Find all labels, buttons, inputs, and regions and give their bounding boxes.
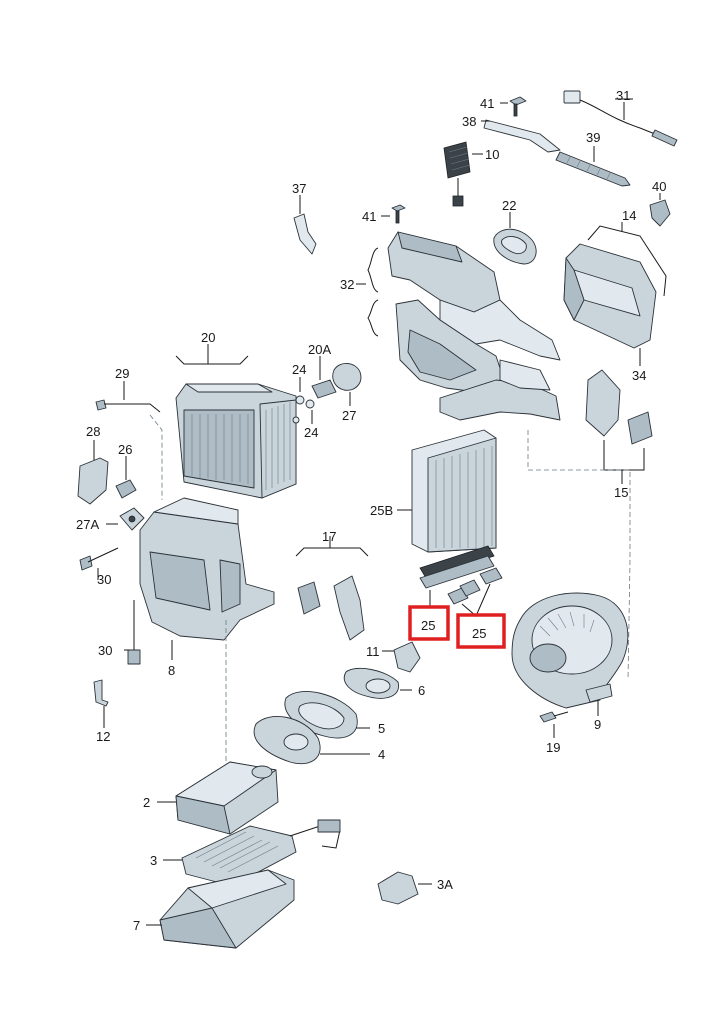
- ring-22: [493, 228, 537, 265]
- evaporator-20: [175, 383, 297, 499]
- blower-motor-9: [511, 592, 629, 709]
- valve-20a: [311, 379, 337, 399]
- label-38: 38: [462, 114, 476, 129]
- heating-element-3: [181, 819, 341, 887]
- clip-12: [93, 679, 109, 707]
- label-24-upper: 24: [292, 362, 306, 377]
- label-20: 20: [201, 330, 215, 345]
- label-27: 27: [342, 408, 356, 423]
- seal-14: [587, 225, 667, 297]
- highlight-box-25-right: [456, 613, 506, 649]
- label-34: 34: [632, 368, 646, 383]
- grommet-27: [332, 363, 362, 391]
- label-20a: 20A: [308, 342, 331, 357]
- actuator-15b: [627, 411, 653, 445]
- label-4: 4: [378, 747, 385, 762]
- label-32: 32: [340, 277, 354, 292]
- label-24-lower: 24: [304, 425, 318, 440]
- label-25-left: 25: [421, 618, 435, 633]
- lower-cover-7: [159, 869, 295, 949]
- label-2: 2: [143, 795, 150, 810]
- heater-core-2: [175, 761, 279, 835]
- filter-cover-10: [443, 141, 471, 207]
- label-30-lower: 30: [98, 643, 112, 658]
- label-28: 28: [86, 424, 100, 439]
- drain-hose-29: [95, 399, 161, 413]
- label-19: 19: [546, 740, 560, 755]
- flap-27a: [119, 507, 145, 531]
- gasket-6: [343, 668, 400, 699]
- label-5: 5: [378, 721, 385, 736]
- actuator-26: [115, 479, 137, 499]
- label-41-mid: 41: [362, 209, 376, 224]
- duct-17b: [333, 575, 365, 641]
- label-6: 6: [418, 683, 425, 698]
- label-25b: 25B: [370, 503, 393, 518]
- label-40: 40: [652, 179, 666, 194]
- label-27a: 27A: [76, 517, 99, 532]
- bolt-41-mid: [391, 204, 406, 224]
- label-3a: 3A: [437, 877, 453, 892]
- clip-37: [293, 213, 317, 255]
- label-25-right: 25: [472, 626, 486, 641]
- cable-39: [555, 151, 631, 187]
- bolt-41-top: [509, 96, 527, 117]
- label-17: 17: [322, 529, 336, 544]
- gasket-4: [253, 716, 321, 765]
- label-41-top: 41: [480, 96, 494, 111]
- duct-17a: [297, 581, 321, 615]
- sensor-30-upper: [79, 547, 119, 571]
- sensor-30-lower: [127, 600, 141, 665]
- connector-40: [649, 199, 671, 227]
- housing-section-34: [563, 243, 657, 349]
- label-7: 7: [133, 918, 140, 933]
- label-3: 3: [150, 853, 157, 868]
- temperature-sensor-31: [563, 90, 678, 147]
- bracket-28: [77, 457, 109, 505]
- label-12: 12: [96, 729, 110, 744]
- label-8: 8: [168, 663, 175, 678]
- label-11: 11: [366, 644, 380, 659]
- elbow-11: [393, 641, 421, 673]
- housing-lower-8: [139, 497, 275, 641]
- seal-pads-25: [447, 567, 503, 605]
- bracket-3a: [377, 871, 419, 905]
- label-37: 37: [292, 181, 306, 196]
- cover-38: [483, 119, 561, 153]
- label-9: 9: [594, 717, 601, 732]
- o-rings-24: [292, 395, 315, 424]
- label-31: 31: [616, 88, 630, 103]
- screw-19: [539, 711, 569, 723]
- label-14: 14: [622, 208, 636, 223]
- filter-25b: [411, 429, 497, 553]
- label-26: 26: [118, 442, 132, 457]
- label-39: 39: [586, 130, 600, 145]
- label-30-upper: 30: [97, 572, 111, 587]
- highlight-box-25-left: [408, 605, 450, 641]
- label-15: 15: [614, 485, 628, 500]
- seal-strip-25: [419, 545, 495, 589]
- actuator-15a: [585, 369, 621, 437]
- label-10: 10: [485, 147, 499, 162]
- label-29: 29: [115, 366, 129, 381]
- label-22: 22: [502, 198, 516, 213]
- housing-upper-32: [387, 231, 561, 421]
